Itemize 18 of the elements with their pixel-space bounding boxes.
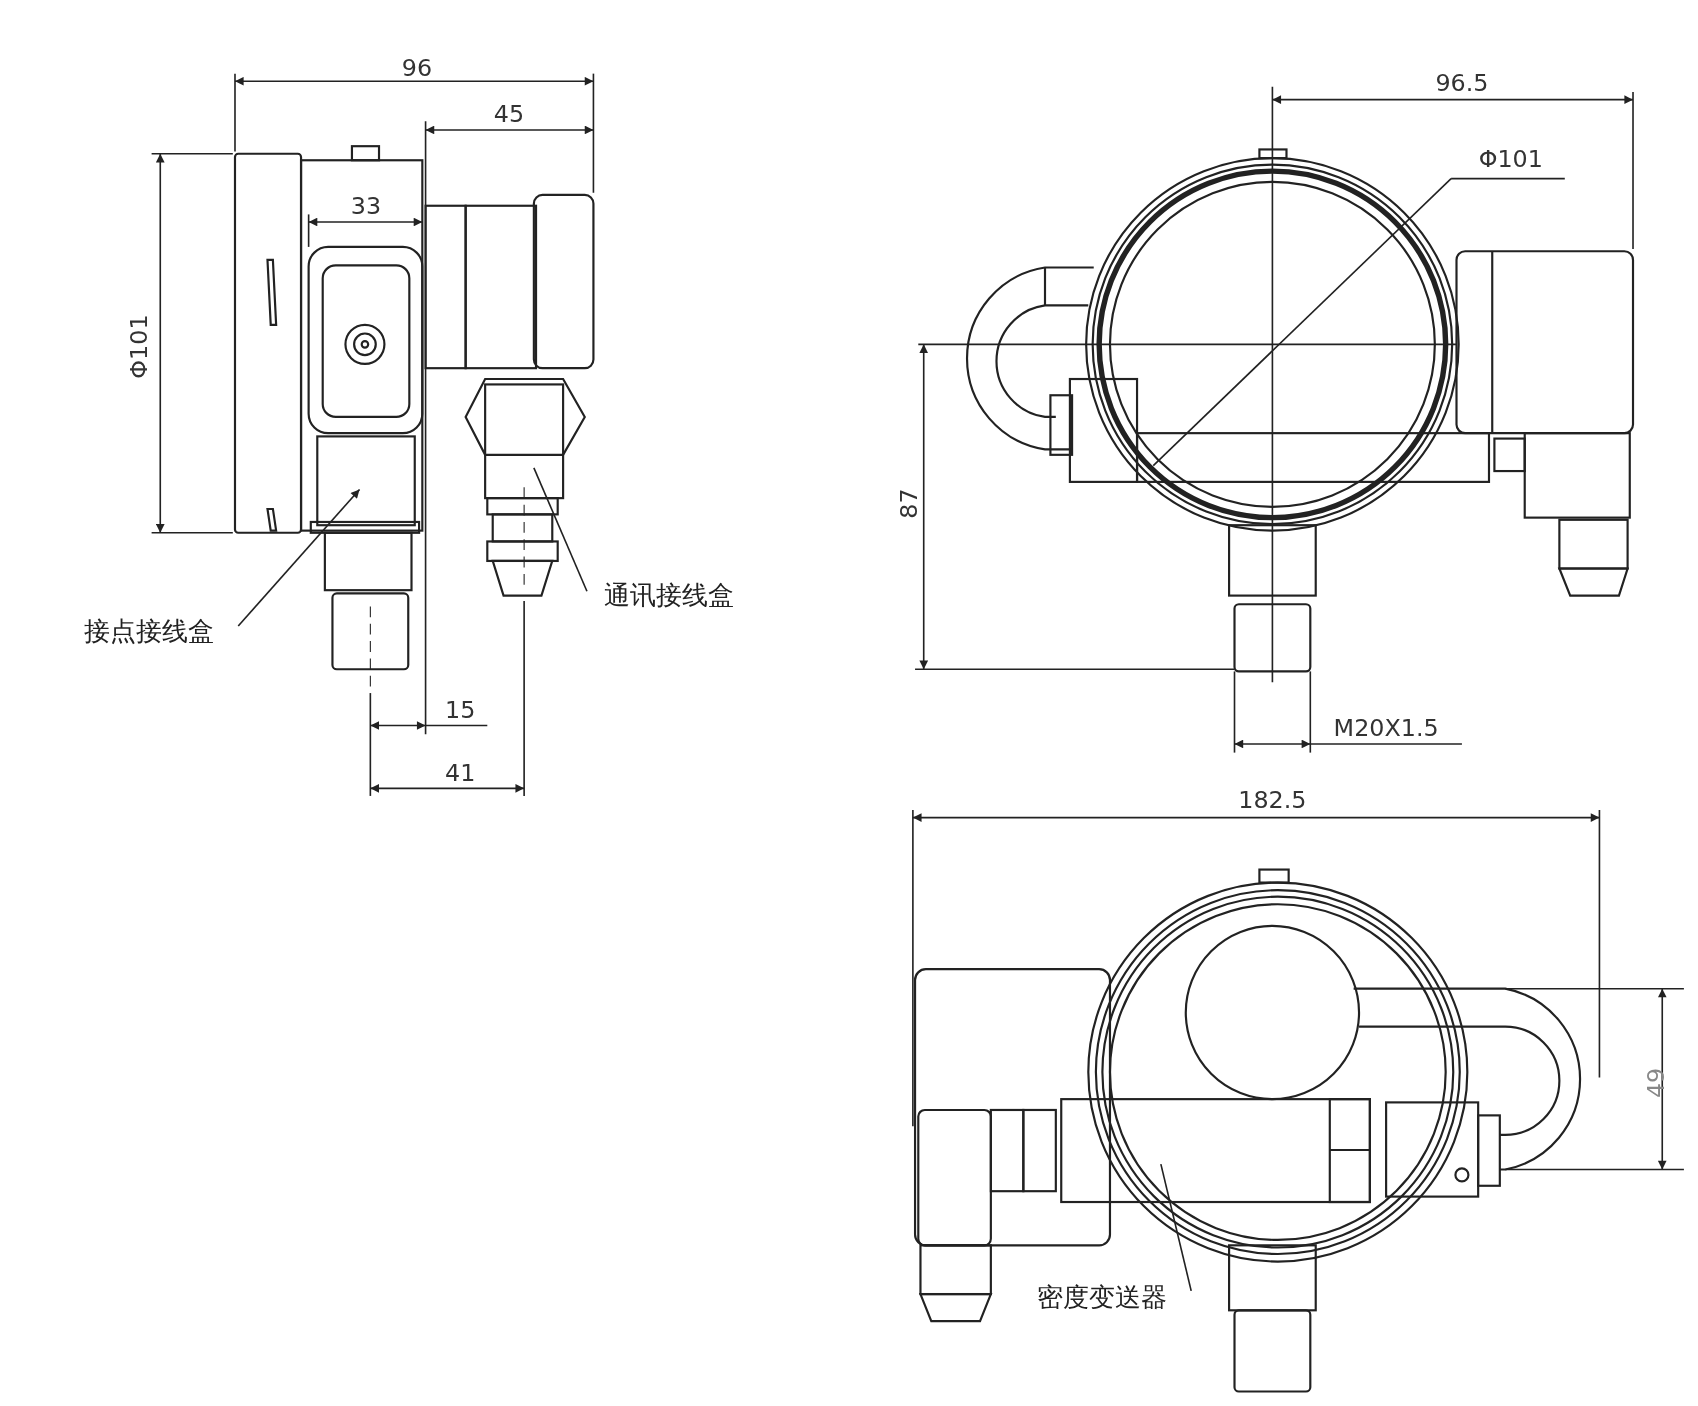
dimension-label: 41 [445,761,476,786]
dimension-label: 182.5 [1238,788,1307,813]
dimension-label: 45 [493,102,525,127]
callout-label: 密度变送器 [1037,1284,1168,1311]
dimension-label: 87 [897,488,922,519]
leader-line [533,467,588,593]
leader-line [1160,1163,1192,1292]
dimension-label: 33 [350,194,382,219]
dimension-label: 96 [401,56,433,81]
dimension-label: Φ101 [126,314,151,379]
dimension-label: 96.5 [1435,71,1489,96]
dimension-label: 49 [1644,1067,1669,1099]
callout-label: 通讯接线盒 [604,582,735,609]
callout-label: 接点接线盒 [84,618,215,645]
dimension-label: Φ101 [1478,147,1543,172]
dimension-label: M20X1.5 [1333,716,1439,741]
dimension-label: 15 [445,698,476,723]
leader-line [237,488,361,627]
